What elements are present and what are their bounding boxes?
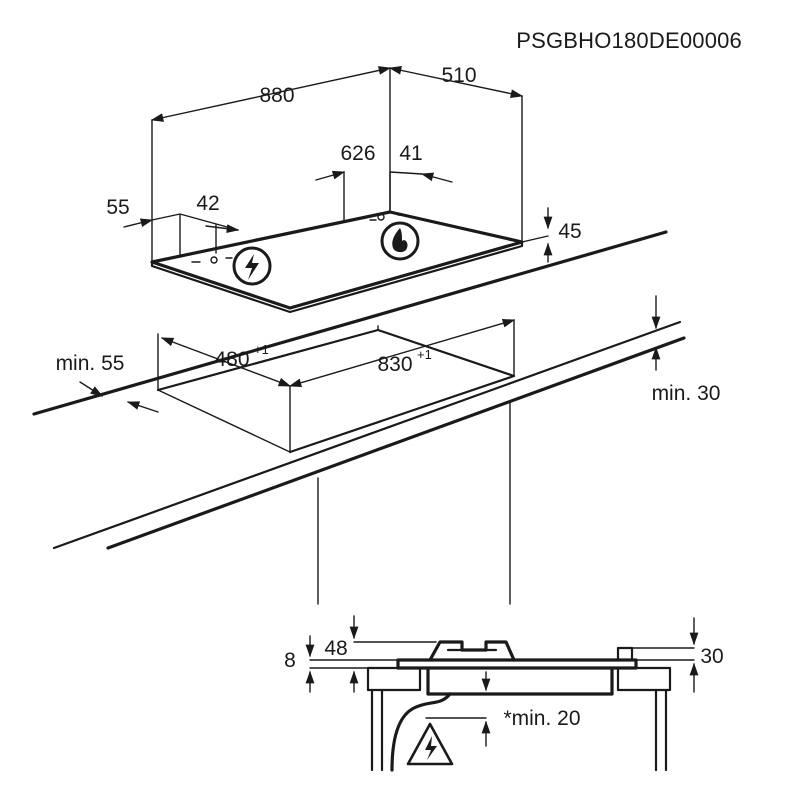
dim-front-offset: 42	[196, 192, 219, 215]
min55-arrow-out	[126, 401, 159, 413]
electric-warning-triangle-icon	[406, 722, 454, 766]
dim-min-worktop: min. 30	[652, 382, 721, 405]
dim-42-arrow	[205, 224, 240, 233]
hob-plate-edge	[150, 240, 524, 314]
section-body	[426, 666, 614, 696]
dim-42-leader	[151, 213, 239, 231]
dim-depth-line	[388, 66, 524, 98]
worktop-front-edge-top	[52, 320, 682, 550]
gas-flame-icon	[380, 221, 420, 261]
section-top-plate	[396, 658, 638, 670]
min55-arrow-in	[79, 381, 104, 397]
dim-top-height: 30	[700, 645, 723, 668]
connection-point-left	[210, 256, 218, 264]
worktop-cutout: 480 +1 830 +1 min. 55 min. 30	[32, 230, 721, 605]
hob-cross-section: 8 48 30 *min. 20	[284, 615, 724, 772]
dim-41-leader	[389, 171, 423, 175]
cutout-outline	[156, 328, 516, 454]
dim-cutout-depth: 480	[214, 348, 249, 371]
worktop-front-edge	[106, 336, 686, 550]
dim-burner-offset-x: 626	[340, 142, 375, 165]
cabinet-wall-left	[370, 688, 384, 772]
dim-cutout-depth-tol: +1	[254, 342, 269, 357]
dim-41-arrow	[420, 172, 453, 183]
dim-body-height: 48	[324, 637, 347, 660]
worktop-block-right	[616, 666, 672, 692]
dim-830-line	[288, 318, 516, 388]
worktop-block-left	[366, 666, 422, 692]
dim-45-top-ext	[521, 235, 549, 243]
section-knob	[616, 646, 634, 662]
electric-warning-icon	[232, 246, 272, 286]
dim-width-line	[150, 66, 392, 122]
dim-55-arrow	[123, 218, 154, 228]
dim-min-clearance: *min. 20	[503, 707, 580, 730]
dim-side-margin: 55	[106, 196, 129, 219]
dim-626-arrow	[315, 170, 346, 181]
worktop-back-edge	[32, 230, 668, 416]
dim-hob-depth: 510	[441, 64, 476, 87]
cabinet-wall-right	[654, 688, 668, 772]
dim-burner-offset-y: 41	[399, 142, 422, 165]
dim-hob-height: 45	[558, 220, 581, 243]
hob-perspective: 880 510 626 41 55 42 45	[106, 64, 582, 314]
connection-point-right	[377, 213, 385, 221]
section-cable	[390, 692, 452, 772]
dim-480-line	[160, 337, 292, 387]
dim-cutout-width: 830	[377, 353, 412, 376]
document-code: PSGBHO180DE00006	[516, 28, 742, 53]
cutout-left-depth	[157, 389, 291, 453]
dim-min-front: min. 55	[56, 352, 125, 375]
dim-hob-width: 880	[259, 84, 294, 107]
dim-rim-height: 8	[284, 649, 296, 672]
dim-cutout-width-tol: +1	[417, 347, 432, 362]
plate-marks-left	[191, 257, 233, 263]
plate-marks-right	[369, 214, 407, 221]
